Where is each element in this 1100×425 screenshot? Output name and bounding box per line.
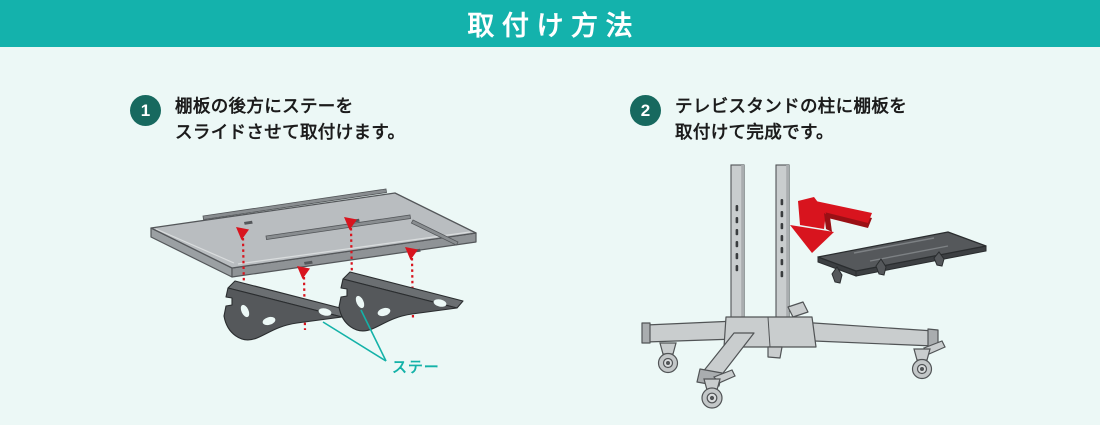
title-bar: 取付け方法 <box>0 0 1100 47</box>
step-1-line-1: 棚板の後方にステーを <box>175 96 354 116</box>
assembled-shelf <box>817 231 987 284</box>
caster-wheel-icons <box>657 340 946 409</box>
figure-stand-assembly <box>618 155 1018 420</box>
page-title: 取付け方法 <box>467 11 641 41</box>
stay-callout: ステー <box>322 309 440 376</box>
shelf-board <box>150 188 477 278</box>
step-1-number-badge: 1 <box>130 95 161 126</box>
step-1-line-2: スライドさせて取付けます。 <box>175 122 406 143</box>
stand-base <box>641 301 939 387</box>
step-2-caption: 2 テレビスタンドの柱に棚板を 取付けて完成です。 <box>630 93 907 146</box>
step-2-text: テレビスタンドの柱に棚板を 取付けて完成です。 <box>675 93 907 146</box>
red-bent-insert-arrow-icon <box>790 197 872 253</box>
figure-shelf-and-stays: ステー <box>118 160 518 415</box>
step-2-line-2: 取付けて完成です。 <box>675 122 834 143</box>
stand-pillar-icons <box>730 164 790 334</box>
shelf-board-illustration: ステー <box>150 188 477 376</box>
tv-stand-illustration <box>641 164 987 409</box>
step-1-text: 棚板の後方にステーを スライドさせて取付けます。 <box>175 93 405 146</box>
step-2-number-badge: 2 <box>630 95 661 126</box>
red-arrowheads <box>236 217 418 279</box>
stay-bracket-left <box>223 280 349 341</box>
stay-label: ステー <box>392 359 440 376</box>
instruction-panel: 1 棚板の後方にステーを スライドさせて取付けます。 2 テレビスタンドの柱に棚… <box>0 47 1100 425</box>
step-1-caption: 1 棚板の後方にステーを スライドさせて取付けます。 <box>130 93 405 146</box>
stay-bracket-right <box>338 271 464 332</box>
step-2-line-1: テレビスタンドの柱に棚板を <box>675 96 908 116</box>
